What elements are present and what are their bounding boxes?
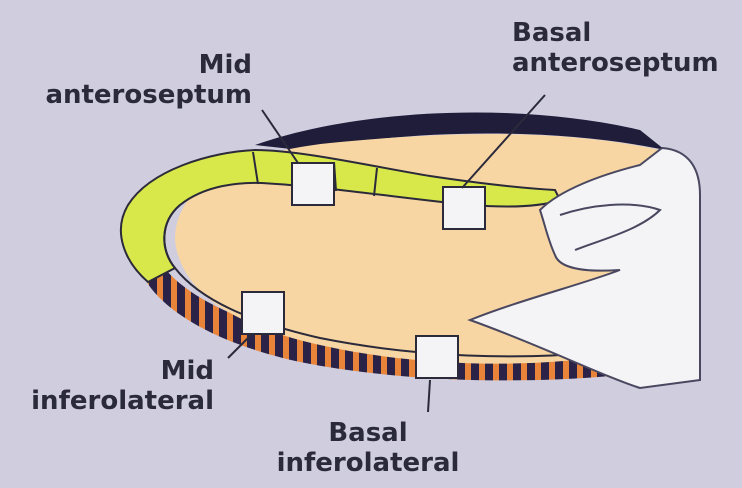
label-mid-anteroseptum-line2: anteroseptum [22,80,252,110]
label-basal-inferolateral-line2: inferolateral [258,448,478,478]
marker-mid-inferolateral [242,292,284,334]
label-basal-anteroseptum: Basal anteroseptum [512,18,740,78]
leader-basal-inferolateral [428,380,430,412]
label-mid-inferolateral-line2: inferolateral [14,386,214,416]
label-mid-anteroseptum-line1: Mid [22,50,252,80]
marker-basal-inferolateral [416,336,458,378]
label-basal-inferolateral-line1: Basal [258,418,478,448]
label-basal-inferolateral: Basal inferolateral [258,418,478,478]
label-basal-anteroseptum-line2: anteroseptum [512,48,740,78]
marker-mid-anteroseptum [292,163,334,205]
label-mid-inferolateral: Mid inferolateral [14,356,214,416]
label-mid-anteroseptum: Mid anteroseptum [22,50,252,110]
label-basal-anteroseptum-line1: Basal [512,18,740,48]
label-mid-inferolateral-line1: Mid [14,356,214,386]
marker-basal-anteroseptum [443,187,485,229]
